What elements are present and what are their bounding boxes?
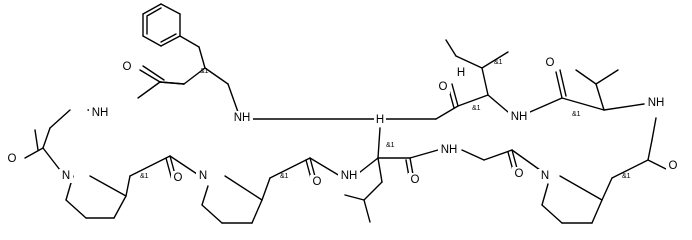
amine-n-label: N <box>199 170 207 182</box>
oxygen-label: O <box>8 153 17 165</box>
stereo-label: &1 <box>280 173 289 180</box>
oxygen-label: O <box>123 61 132 73</box>
amine-n-label: N <box>62 170 70 182</box>
amide-nh-label: NH <box>441 144 458 156</box>
valine-residue <box>529 69 645 113</box>
amine-n-label: N <box>541 170 549 182</box>
stereo-label: &1 <box>494 59 503 66</box>
stereo-labels: &1 &1 &1 &1 &1 &1 &1 &1 <box>140 59 631 180</box>
oxygen-label: O <box>439 81 448 93</box>
atom-labels: O NH NH O N O N O NH H O NH O N O NH O <box>5 56 680 189</box>
stereo-label: &1 <box>572 111 581 118</box>
phenylalanine-residue <box>137 35 239 113</box>
glycine-right-residue <box>461 149 541 175</box>
amide-nh-label: NH <box>648 97 665 109</box>
amide-nh-label: NH <box>341 170 358 182</box>
oxygen-label: O <box>546 57 555 69</box>
phenyl-ring <box>142 3 181 47</box>
stereo-label: &1 <box>622 173 631 180</box>
alpha-h-label: H <box>457 67 465 79</box>
oxygen-label: O <box>515 168 524 180</box>
alpha-h-label: H <box>376 114 384 126</box>
stereo-label: &1 <box>200 68 209 75</box>
amide-nh-label: NH <box>234 112 251 124</box>
oxygen-label: O <box>411 174 420 186</box>
stereo-label: &1 <box>386 142 395 149</box>
stereo-label: &1 <box>472 105 481 112</box>
oxygen-label: O <box>669 160 678 172</box>
proline-ring-2 <box>201 157 341 224</box>
stereo-label: &1 <box>140 173 149 180</box>
amide-nh-label: NH <box>511 111 528 123</box>
isoleucine-residue <box>435 39 509 120</box>
amide-nh-label: NH <box>92 107 109 119</box>
proline-ring-3 <box>541 117 669 224</box>
oxygen-label: O <box>174 172 183 184</box>
oxygen-label: O <box>313 176 322 188</box>
proline-ring-1 <box>65 155 201 219</box>
